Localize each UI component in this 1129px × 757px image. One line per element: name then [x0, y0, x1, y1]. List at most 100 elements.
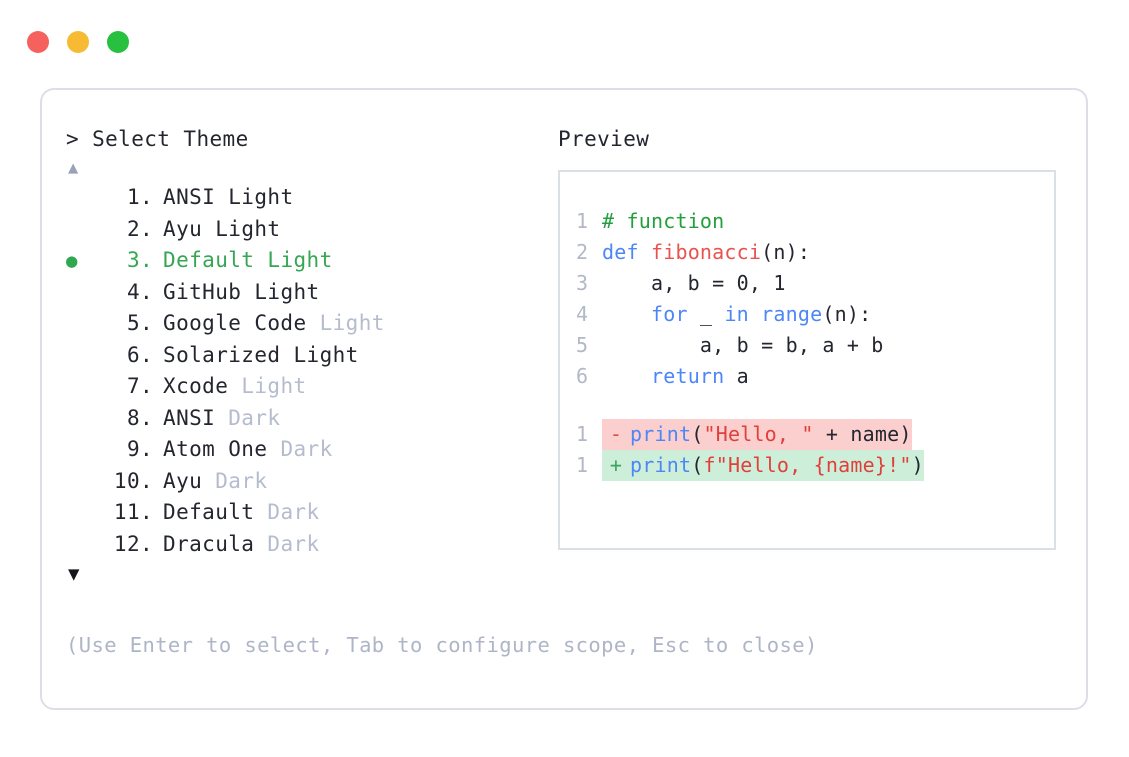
theme-list-item[interactable]: 12.Dracula Dark: [66, 529, 536, 561]
theme-item-name: Dracula: [163, 531, 268, 556]
theme-item-index: 1: [126, 185, 140, 209]
theme-item-variant: Dark: [267, 531, 320, 556]
theme-item-index: 11: [113, 500, 140, 524]
theme-item-name: Ayu: [163, 468, 216, 493]
code-line-text: a, b = b, a + b: [602, 330, 884, 361]
diff-line-del: 1 -print("Hello, " + name): [560, 419, 1054, 450]
minimize-window-button[interactable]: [67, 31, 89, 53]
line-number: 4: [576, 302, 589, 326]
diff-marker-add: +: [609, 453, 623, 477]
window-traffic-lights: [27, 31, 129, 53]
theme-item-index-dot: .: [140, 311, 154, 335]
code-token: (n):: [761, 240, 811, 264]
theme-list-item[interactable]: 10.Ayu Dark: [66, 466, 536, 498]
code-token: def: [602, 240, 651, 264]
line-number: 3: [576, 271, 589, 295]
line-number: 1: [576, 209, 589, 233]
theme-item-index-dot: .: [140, 216, 154, 241]
code-token: (n):: [822, 302, 872, 326]
theme-item-index-dot: .: [140, 279, 154, 304]
diff-block: 1-print("Hello, " + name)1+print(f"Hello…: [560, 419, 1054, 481]
code-token: ): [911, 453, 924, 477]
code-line-text: for _ in range(n):: [602, 299, 871, 330]
theme-list-item[interactable]: 11.Default Dark: [66, 497, 536, 529]
code-token: print: [630, 453, 692, 477]
theme-item-variant: Light: [293, 342, 359, 367]
code-token: return: [650, 364, 725, 388]
theme-item-index: 10: [113, 468, 140, 493]
code-line: 6 return a: [560, 361, 1054, 392]
theme-item-variant: Light: [267, 248, 333, 272]
theme-list-item[interactable]: 1.ANSI Light: [66, 182, 536, 214]
code-token: [749, 302, 761, 326]
theme-list-item[interactable]: 7.Xcode Light: [66, 371, 536, 403]
prompt-caret-icon: >: [66, 127, 80, 151]
page-title: Select Theme: [92, 127, 249, 151]
theme-item-variant: Light: [241, 374, 307, 398]
theme-item-index: 8: [126, 405, 140, 430]
keyboard-hint: (Use Enter to select, Tab to configure s…: [66, 633, 818, 657]
scroll-down-icon[interactable]: ▼: [68, 563, 80, 585]
theme-item-name: ANSI: [163, 405, 229, 430]
code-token: a, b = b, a + b: [602, 333, 884, 357]
theme-item-variant: Light: [254, 279, 320, 304]
code-line: 1 # function: [560, 206, 1054, 237]
theme-list-item[interactable]: 2.Ayu Light: [66, 214, 536, 246]
code-token: [602, 302, 651, 326]
diff-line-add: 1+print(f"Hello, {name}!"): [560, 450, 1054, 481]
theme-item-index-dot: .: [140, 500, 154, 524]
theme-item-variant: Light: [319, 311, 385, 335]
theme-item-name: GitHub: [163, 279, 255, 304]
diff-highlight: +print(f"Hello, {name}!"): [602, 450, 924, 481]
code-token: + name): [813, 422, 912, 446]
theme-item-index-dot: .: [140, 531, 154, 556]
code-line: 4 for _ in range(n):: [560, 299, 1054, 330]
line-number: 6: [576, 364, 589, 388]
line-number: 1: [576, 422, 589, 446]
code-token: fibonacci: [650, 240, 762, 264]
theme-item-variant: Dark: [280, 437, 333, 461]
theme-item-name: Google Code: [163, 311, 320, 335]
theme-item-variant: Dark: [215, 468, 268, 493]
code-token: # function: [602, 209, 725, 233]
code-token: _: [687, 302, 725, 326]
theme-list-item[interactable]: 6.Solarized Light: [66, 340, 536, 372]
line-number: 2: [576, 240, 589, 264]
code-token: for: [650, 302, 688, 326]
theme-item-index: 6: [126, 342, 140, 367]
theme-list-item[interactable]: 5.Google Code Light: [66, 308, 536, 340]
theme-list-item[interactable]: 4. GitHub Light: [66, 277, 536, 309]
theme-item-variant: Dark: [267, 500, 320, 524]
preview-label: Preview: [558, 127, 650, 151]
theme-item-index: 9: [126, 437, 140, 461]
theme-item-index-dot: .: [140, 374, 154, 398]
theme-item-index: 2: [126, 216, 140, 241]
theme-item-name: Default: [163, 248, 268, 272]
theme-list-item[interactable]: 9.Atom One Dark: [66, 434, 536, 466]
theme-item-index-dot: .: [140, 437, 154, 461]
diff-highlight: -print("Hello, " + name): [602, 419, 912, 450]
theme-item-index: 4: [126, 279, 140, 304]
theme-item-name: Xcode: [163, 374, 242, 398]
diff-marker-del: -: [609, 422, 623, 446]
theme-list-item[interactable]: ●3.Default Light: [66, 245, 536, 277]
code-token: in: [724, 302, 749, 326]
code-token: (: [691, 453, 704, 477]
maximize-window-button[interactable]: [107, 31, 129, 53]
code-line: 2 def fibonacci(n):: [560, 237, 1054, 268]
theme-list-item[interactable]: 8.ANSI Dark: [66, 403, 536, 435]
theme-item-variant: Dark: [228, 405, 281, 430]
selected-bullet-icon: ●: [66, 250, 78, 272]
prompt-label: [79, 127, 92, 151]
code-token: print: [630, 422, 692, 446]
scroll-up-icon[interactable]: ▲: [68, 158, 79, 178]
code-token: range: [761, 302, 823, 326]
theme-item-index-dot: .: [140, 342, 154, 367]
code-line-text: def fibonacci(n):: [602, 237, 810, 268]
close-window-button[interactable]: [27, 31, 49, 53]
